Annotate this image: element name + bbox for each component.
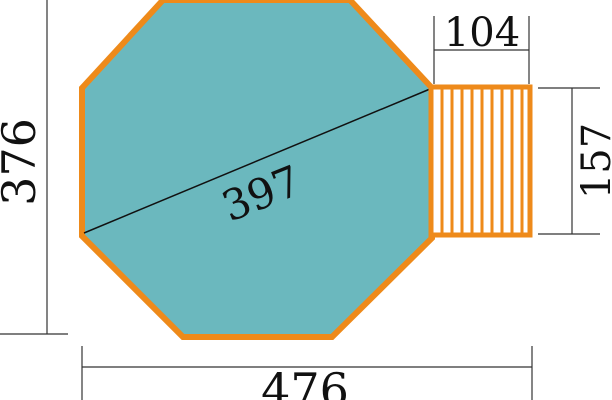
height-dimension bbox=[0, 0, 68, 335]
deck bbox=[428, 84, 533, 238]
height-dimension-label: 376 bbox=[0, 118, 46, 206]
deck-height-dimension bbox=[538, 87, 600, 235]
width-dimension bbox=[81, 346, 533, 400]
width-dimension-label: 476 bbox=[261, 363, 349, 400]
deck-width-dimension bbox=[433, 16, 530, 84]
deck-width-dimension-label: 104 bbox=[444, 10, 520, 56]
diagonal-dimension-line bbox=[83, 88, 431, 234]
deck-height-dimension-label: 157 bbox=[574, 123, 612, 199]
octagonal-pool bbox=[79, 0, 435, 340]
deck-slats bbox=[440, 89, 524, 233]
